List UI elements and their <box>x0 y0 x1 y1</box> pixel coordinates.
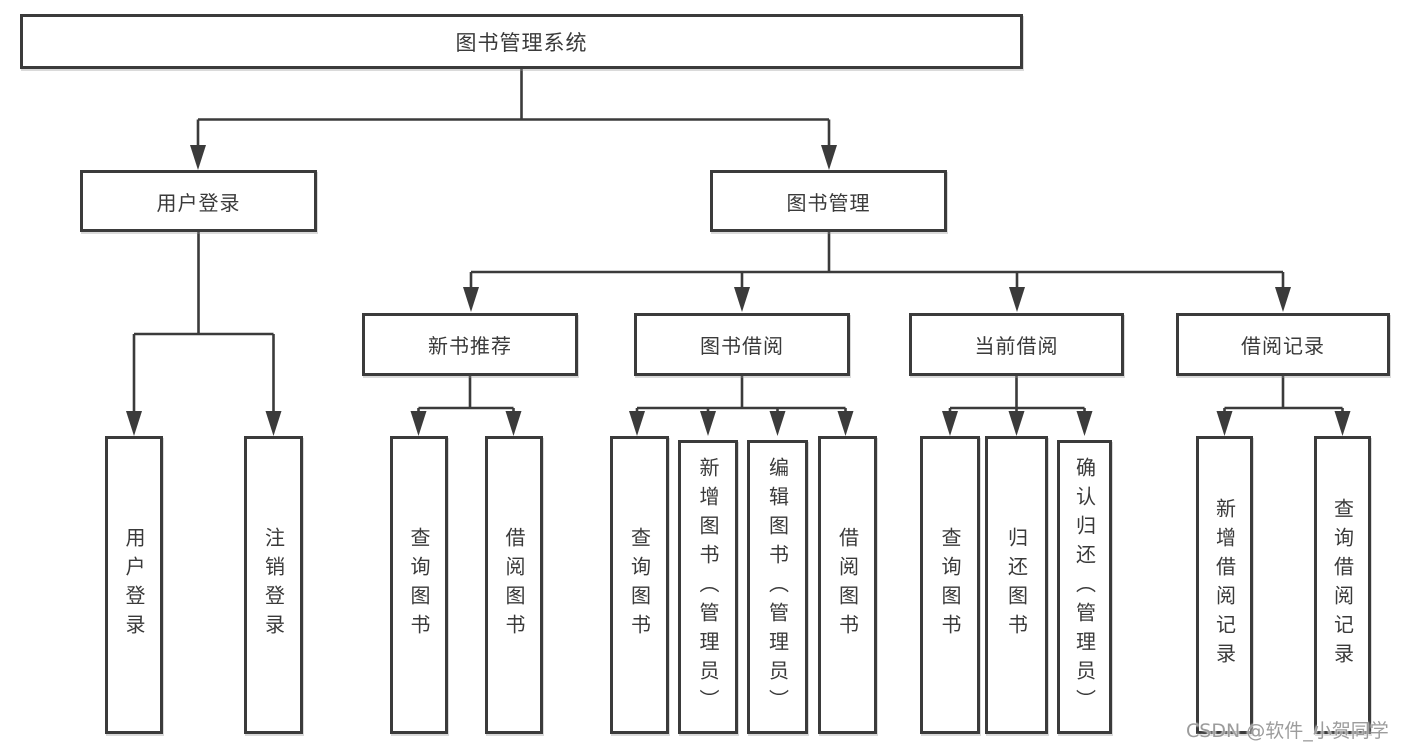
node-book-management: 图书管理 <box>710 170 947 232</box>
node-label: 借阅图书 <box>835 527 860 643</box>
leaf-edit-book-admin: 编辑图书（管理员） <box>747 440 808 734</box>
node-label: 查询借阅记录 <box>1330 498 1355 672</box>
node-label: 新增图书（管理员） <box>696 456 720 718</box>
leaf-add-borrow-record: 新增借阅记录 <box>1196 436 1253 734</box>
node-label: 新增借阅记录 <box>1212 498 1237 672</box>
node-label: 当前借阅 <box>974 334 1059 358</box>
leaf-query-book-current: 查询图书 <box>920 436 980 734</box>
edges-book-borrow-to-leaves <box>629 376 854 436</box>
leaf-logout: 注销登录 <box>244 436 303 734</box>
node-user-login: 用户登录 <box>80 170 317 232</box>
edges-current-borrow-to-leaves <box>942 376 1093 436</box>
node-label: 借阅图书 <box>502 527 526 643</box>
edges-user-login-to-leaves <box>126 232 282 436</box>
node-current-borrow: 当前借阅 <box>909 313 1124 376</box>
leaf-return-book: 归还图书 <box>985 436 1048 734</box>
node-label: 借阅记录 <box>1241 334 1325 358</box>
node-label: 查询图书 <box>627 527 652 643</box>
node-label: 编辑图书（管理员） <box>765 456 790 718</box>
node-label: 图书管理 <box>786 190 871 215</box>
node-label: 用户登录 <box>122 527 146 643</box>
node-label: 注销登录 <box>261 527 286 643</box>
node-label: 查询图书 <box>938 527 962 643</box>
node-book-borrow: 图书借阅 <box>634 313 850 376</box>
leaf-query-borrow-record: 查询借阅记录 <box>1314 436 1371 734</box>
node-label: 图书管理系统 <box>455 30 588 55</box>
node-label: 查询图书 <box>407 527 431 643</box>
leaf-borrow-book: 借阅图书 <box>818 436 877 734</box>
leaf-add-book-admin: 新增图书（管理员） <box>678 440 738 734</box>
leaf-query-book-borrow: 查询图书 <box>610 436 669 734</box>
node-label: 归还图书 <box>1004 527 1029 643</box>
edges-new-book-recommend-to-leaves <box>410 376 522 436</box>
leaf-user-login: 用户登录 <box>105 436 163 734</box>
watermark: CSDN @软件_小贺同学 <box>1186 720 1389 742</box>
leaf-query-book-recommend: 查询图书 <box>390 436 448 734</box>
node-label: 新书推荐 <box>428 334 512 358</box>
leaf-confirm-return-admin: 确认归还（管理员） <box>1057 440 1112 734</box>
edges-book-management-to-level3 <box>463 232 1291 312</box>
edges-root-to-level2 <box>190 69 837 170</box>
edges-borrow-records-to-leaves <box>1216 376 1351 436</box>
node-label: 用户登录 <box>156 190 241 215</box>
node-label: 图书借阅 <box>700 334 784 358</box>
node-root-system: 图书管理系统 <box>20 14 1023 69</box>
node-borrow-records: 借阅记录 <box>1176 313 1390 376</box>
node-new-book-recommend: 新书推荐 <box>362 313 578 376</box>
node-label: 确认归还（管理员） <box>1072 456 1097 718</box>
leaf-borrow-book-recommend: 借阅图书 <box>485 436 543 734</box>
